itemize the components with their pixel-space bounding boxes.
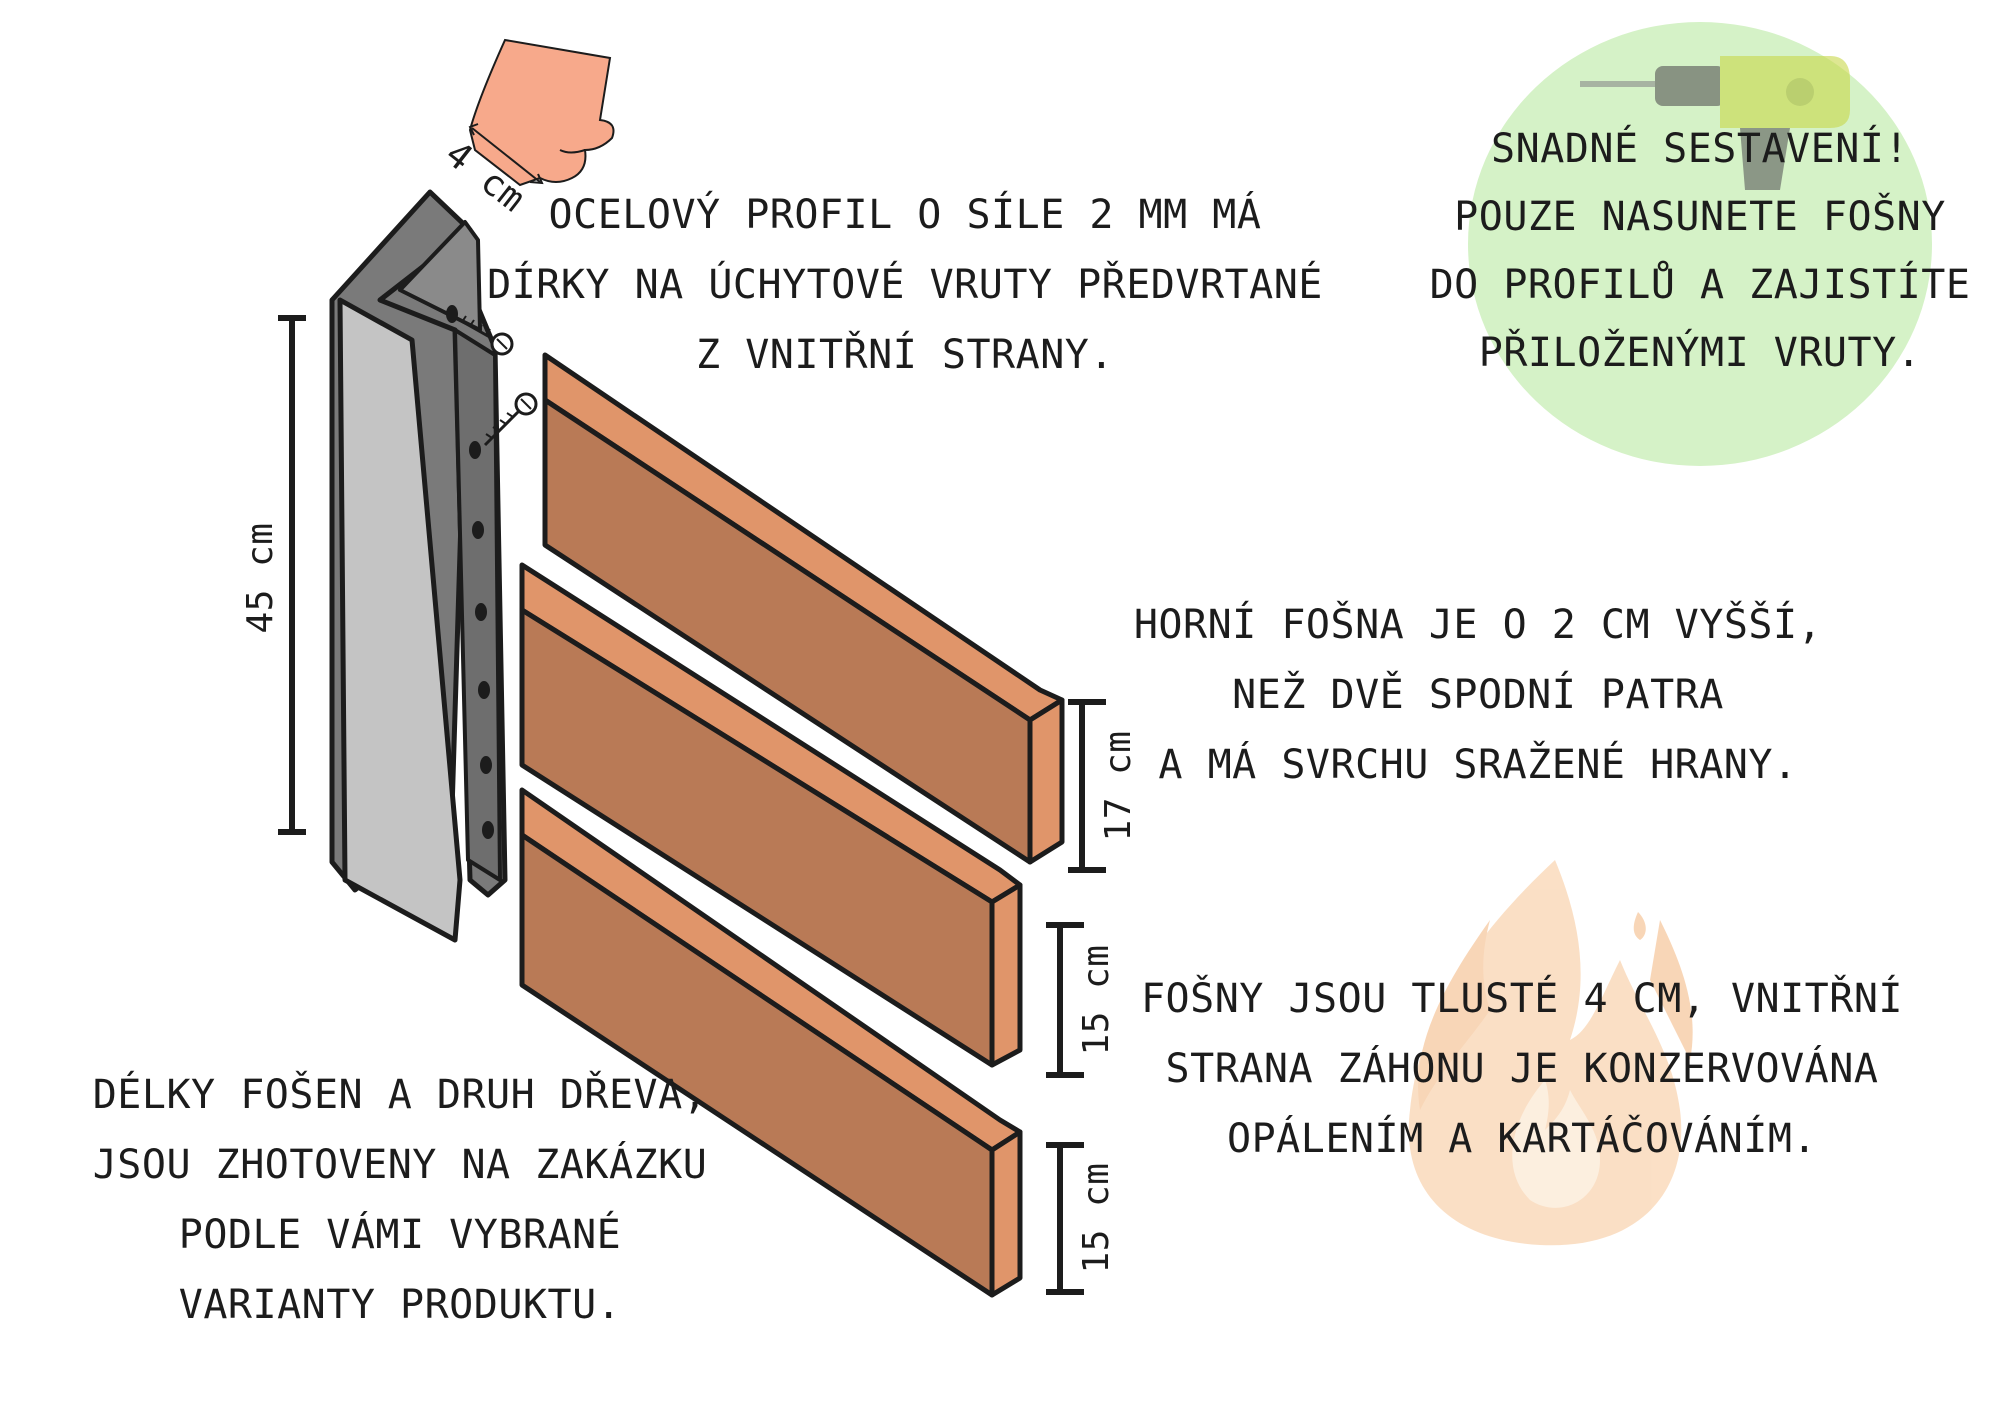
screw-hole <box>469 441 481 459</box>
assembly-note: SNADNÉ SESTAVENÍ! POUZE NASUNETE FOŠNY D… <box>1430 124 1971 376</box>
drill-icon <box>1580 56 1850 190</box>
profile-height-label: 45 cm <box>240 523 281 634</box>
screw-icon <box>483 392 538 447</box>
middle-board-height-dimension: 15 cm <box>1046 922 1117 1078</box>
assembly-note-line: POUZE NASUNETE FOŠNY <box>1454 192 1946 240</box>
middle-board-height-label: 15 cm <box>1076 945 1117 1056</box>
custom-note-line: DÉLKY FOŠEN A DRUH DŘEVA, <box>93 1070 708 1118</box>
custom-note-line: PODLE VÁMI VYBRANÉ <box>179 1210 621 1258</box>
screw-hole <box>478 681 490 699</box>
assembly-note-line: PŘILOŽENÝMI VRUTY. <box>1479 328 1921 376</box>
custom-note-line: JSOU ZHOTOVENY NA ZAKÁZKU <box>93 1140 708 1188</box>
top-board-note-line: A MÁ SVRCHU SRAŽENÉ HRANY. <box>1158 740 1797 788</box>
thickness-note: FOŠNY JSOU TLUSTÉ 4 CM, VNITŘNÍ STRANA Z… <box>1141 974 1903 1162</box>
steel-profile <box>329 189 508 943</box>
screw-hole <box>446 305 458 323</box>
custom-note: DÉLKY FOŠEN A DRUH DŘEVA, JSOU ZHOTOVENY… <box>93 1070 708 1328</box>
top-board-note: HORNÍ FOŠNA JE O 2 CM VYŠŠÍ, NEŽ DVĚ SPO… <box>1134 600 1822 788</box>
top-board-note-line: HORNÍ FOŠNA JE O 2 CM VYŠŠÍ, <box>1134 600 1822 648</box>
custom-note-line: VARIANTY PRODUKTU. <box>179 1282 621 1328</box>
profile-note-line: OCELOVÝ PROFIL O SÍLE 2 MM MÁ <box>549 190 1262 238</box>
flame-icon <box>1408 860 1693 1246</box>
top-board-note-line: NEŽ DVĚ SPODNÍ PATRA <box>1232 670 1724 718</box>
profile-height-dimension: 45 cm <box>240 315 306 835</box>
profile-note-line: Z VNITŘNÍ STRANY. <box>696 330 1114 378</box>
top-board-height-dimension: 17 cm <box>1068 699 1139 873</box>
thickness-note-line: OPÁLENÍM A KARTÁČOVÁNÍM. <box>1227 1114 1817 1162</box>
screw-hole <box>475 603 487 621</box>
thickness-note-line: STRANA ZÁHONU JE KONZERVOVÁNA <box>1166 1044 1879 1092</box>
middle-board <box>519 562 1023 1068</box>
assembly-note-line: DO PROFILŮ A ZAJISTÍTE <box>1430 260 1971 308</box>
screw-hole <box>472 521 484 539</box>
profile-note: OCELOVÝ PROFIL O SÍLE 2 MM MÁ DÍRKY NA Ú… <box>487 190 1323 378</box>
assembly-note-line: SNADNÉ SESTAVENÍ! <box>1491 124 1909 172</box>
thickness-note-line: FOŠNY JSOU TLUSTÉ 4 CM, VNITŘNÍ <box>1141 974 1903 1022</box>
bottom-board-height-dimension: 15 cm <box>1046 1142 1117 1295</box>
screw-hole <box>480 756 492 774</box>
screw-hole <box>482 821 494 839</box>
screw-icon <box>455 315 514 356</box>
top-board-height-label: 17 cm <box>1098 731 1139 842</box>
top-board <box>542 352 1065 865</box>
bottom-board <box>519 787 1023 1298</box>
hand-icon <box>468 38 615 187</box>
profile-note-line: DÍRKY NA ÚCHYTOVÉ VRUTY PŘEDVRTANÉ <box>487 260 1323 308</box>
assembly-bubble <box>1468 22 1932 466</box>
bottom-board-height-label: 15 cm <box>1076 1163 1117 1274</box>
